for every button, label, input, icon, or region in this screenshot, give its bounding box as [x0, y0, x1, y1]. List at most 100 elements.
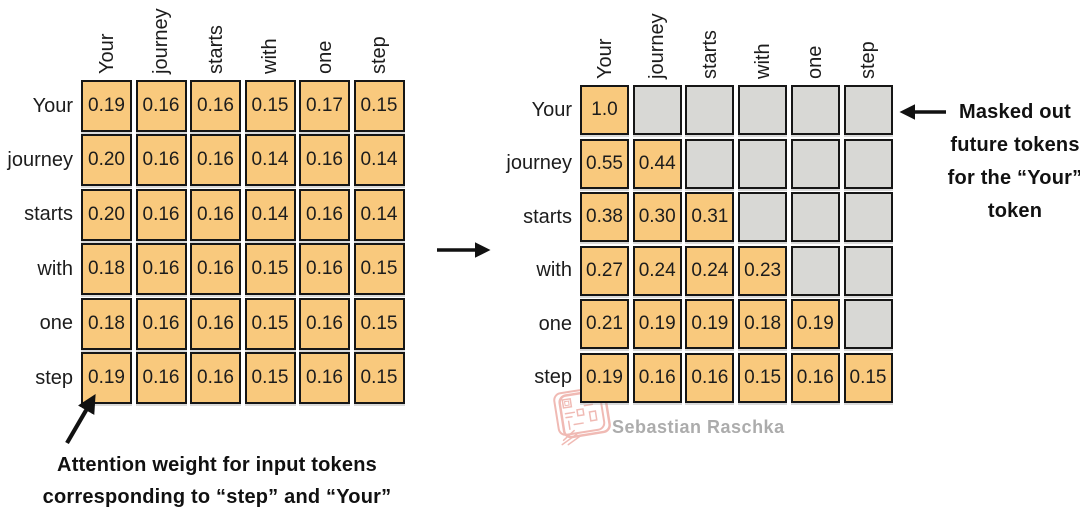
cell-journey-with-masked	[738, 138, 788, 189]
col-header-step: step	[368, 36, 390, 74]
cell-starts-one: 0.16	[299, 188, 350, 241]
cell-journey-one: 0.16	[299, 134, 350, 187]
cell-journey-with: 0.14	[244, 134, 296, 187]
cell-your-step: 0.15	[353, 80, 405, 132]
cell-starts-your: 0.20	[81, 188, 132, 241]
cell-step-step: 0.15	[843, 352, 893, 403]
cell-step-one: 0.16	[299, 352, 350, 404]
cell-starts-with-masked	[738, 192, 788, 242]
cell-your-with: 0.15	[244, 80, 296, 132]
cell-your-your: 0.19	[81, 80, 132, 132]
col-header-starts: starts	[698, 30, 721, 79]
cell-step-your: 0.19	[81, 352, 132, 404]
cell-with-journey: 0.16	[135, 243, 187, 296]
cell-journey-your: 0.20	[81, 134, 132, 187]
cell-with-your: 0.18	[81, 243, 132, 296]
cell-journey-step-masked	[843, 138, 893, 189]
cell-step-starts: 0.16	[190, 352, 241, 404]
cell-with-one-masked	[790, 245, 840, 296]
col-header-with: with	[259, 38, 281, 74]
cell-step-with: 0.15	[738, 352, 788, 403]
row-label-step: step	[35, 366, 73, 389]
row-label-starts: starts	[24, 203, 73, 226]
masked-note-line: for the “Your”	[947, 167, 1080, 189]
cell-with-step: 0.15	[353, 243, 405, 296]
col-header-one: one	[804, 45, 827, 79]
cell-step-step: 0.15	[353, 352, 405, 404]
cell-with-one: 0.16	[299, 243, 350, 296]
cell-starts-with: 0.14	[244, 188, 296, 241]
cell-one-one: 0.19	[790, 299, 840, 349]
cell-with-step-masked	[843, 245, 893, 296]
cell-one-your: 0.21	[580, 299, 629, 349]
row-label-step: step	[534, 366, 572, 388]
row-label-your: Your	[531, 98, 572, 121]
cell-starts-step-masked	[843, 192, 893, 242]
cell-one-with: 0.15	[244, 297, 296, 350]
cell-with-with: 0.15	[244, 243, 296, 296]
col-header-journey: journey	[150, 8, 172, 74]
cell-journey-starts: 0.16	[190, 134, 241, 187]
masked-note: Masked out future tokens for the “Your” …	[942, 96, 1080, 228]
cell-one-one: 0.16	[299, 297, 350, 350]
cell-starts-journey: 0.16	[135, 188, 187, 241]
row-label-your: Your	[32, 94, 73, 117]
cell-journey-starts-masked	[685, 138, 735, 189]
cell-with-journey: 0.24	[632, 245, 682, 296]
col-header-journey: journey	[646, 13, 669, 79]
watermark-text: Sebastian Raschka	[612, 417, 785, 437]
cell-starts-starts: 0.31	[685, 192, 735, 242]
col-header-one: one	[313, 40, 336, 74]
row-label-one: one	[538, 312, 572, 335]
cell-one-journey: 0.16	[135, 297, 187, 350]
cell-your-your: 1.0	[580, 85, 629, 135]
cell-journey-step: 0.14	[353, 134, 405, 187]
cell-your-journey-masked	[632, 85, 682, 135]
cell-your-with-masked	[738, 85, 788, 135]
cell-journey-one-masked	[790, 138, 840, 189]
cell-your-one-masked	[790, 85, 840, 135]
masked-note-line: future tokens	[950, 134, 1080, 156]
cell-with-starts: 0.24	[685, 245, 735, 296]
col-header-starts: starts	[204, 25, 227, 74]
cell-journey-journey: 0.16	[135, 134, 187, 187]
cell-starts-your: 0.38	[580, 192, 629, 242]
cell-starts-starts: 0.16	[190, 188, 241, 241]
col-header-your: Your	[593, 38, 616, 79]
row-label-with: with	[37, 257, 73, 280]
cell-one-step: 0.15	[353, 297, 405, 350]
row-label-starts: starts	[523, 205, 572, 228]
attention-weight-note: Attention weight for input tokens corres…	[22, 449, 412, 509]
cell-with-starts: 0.16	[190, 243, 241, 296]
cell-your-one: 0.17	[299, 80, 350, 132]
attention-weight-pointer-arrow	[65, 393, 96, 445]
masked-note-line: token	[987, 200, 1043, 222]
cell-one-with: 0.18	[738, 299, 788, 349]
cell-one-your: 0.18	[81, 297, 132, 350]
cell-journey-your: 0.55	[580, 138, 629, 189]
cell-step-journey: 0.16	[632, 352, 682, 403]
cell-your-journey: 0.16	[135, 80, 187, 132]
cell-with-your: 0.27	[580, 245, 629, 296]
cell-step-with: 0.15	[244, 352, 296, 404]
row-label-with: with	[536, 259, 572, 281]
cell-one-step-masked	[843, 299, 893, 349]
attention-note-line: Attention weight for input tokens	[57, 454, 377, 476]
cell-one-starts: 0.16	[190, 297, 241, 350]
cell-your-starts-masked	[685, 85, 735, 135]
cell-step-starts: 0.16	[685, 352, 735, 403]
cell-step-your: 0.19	[580, 352, 629, 403]
cell-journey-journey: 0.44	[632, 138, 682, 189]
col-header-with: with	[751, 43, 774, 79]
cell-one-starts: 0.19	[685, 299, 735, 349]
cell-step-one: 0.16	[790, 352, 840, 403]
cell-your-starts: 0.16	[190, 80, 241, 132]
cell-one-journey: 0.19	[632, 299, 682, 349]
cell-step-journey: 0.16	[135, 352, 187, 404]
cell-starts-journey: 0.30	[632, 192, 682, 242]
attention-note-line: corresponding to “step” and “Your”	[42, 486, 392, 508]
cell-your-step-masked	[843, 85, 893, 135]
col-header-step: step	[857, 41, 879, 79]
masked-note-line: Masked out	[958, 101, 1072, 123]
